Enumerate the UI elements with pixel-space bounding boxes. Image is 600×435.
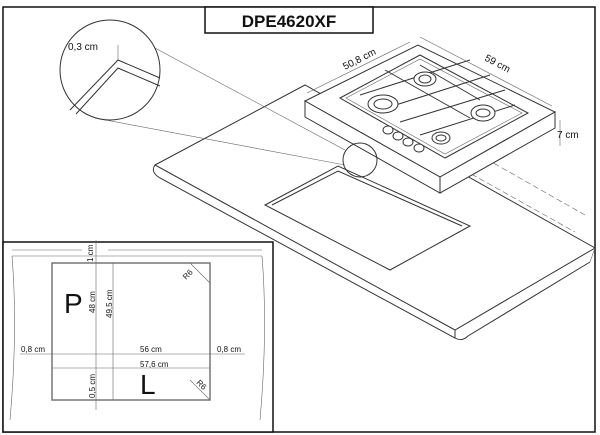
bottom-margin-label: 0,5 cm <box>88 374 97 398</box>
model-title: DPE4620XF <box>242 12 337 31</box>
right-margin-label: 0,8 cm <box>217 345 241 354</box>
burners <box>367 71 496 145</box>
corner-thickness-label: 0,3 cm <box>68 42 98 53</box>
cutout-opening <box>263 165 472 271</box>
left-margin-label: 0,8 cm <box>21 345 45 354</box>
outer-width-label: 57,6 cm <box>140 360 169 369</box>
control-knobs <box>382 125 425 153</box>
hob-height-label: 7 cm <box>557 130 579 141</box>
top-margin-label: 1 cm <box>86 244 95 262</box>
front-side-label: L <box>140 369 156 400</box>
outer-depth-label: 49,5 cm <box>105 289 114 318</box>
cutout-plan: P L 1 cm 48 cm 49,5 cm 0,8 cm 0,8 cm 56 … <box>2 240 274 433</box>
back-side-label: P <box>64 288 83 319</box>
inner-depth-label: 48 cm <box>88 291 97 313</box>
inner-width-label: 56 cm <box>140 345 162 354</box>
corner-detail-callout: 0,3 cm <box>59 19 378 178</box>
hob: 50,8 cm 59 cm 7 cm <box>303 36 579 194</box>
title-box <box>204 6 374 34</box>
